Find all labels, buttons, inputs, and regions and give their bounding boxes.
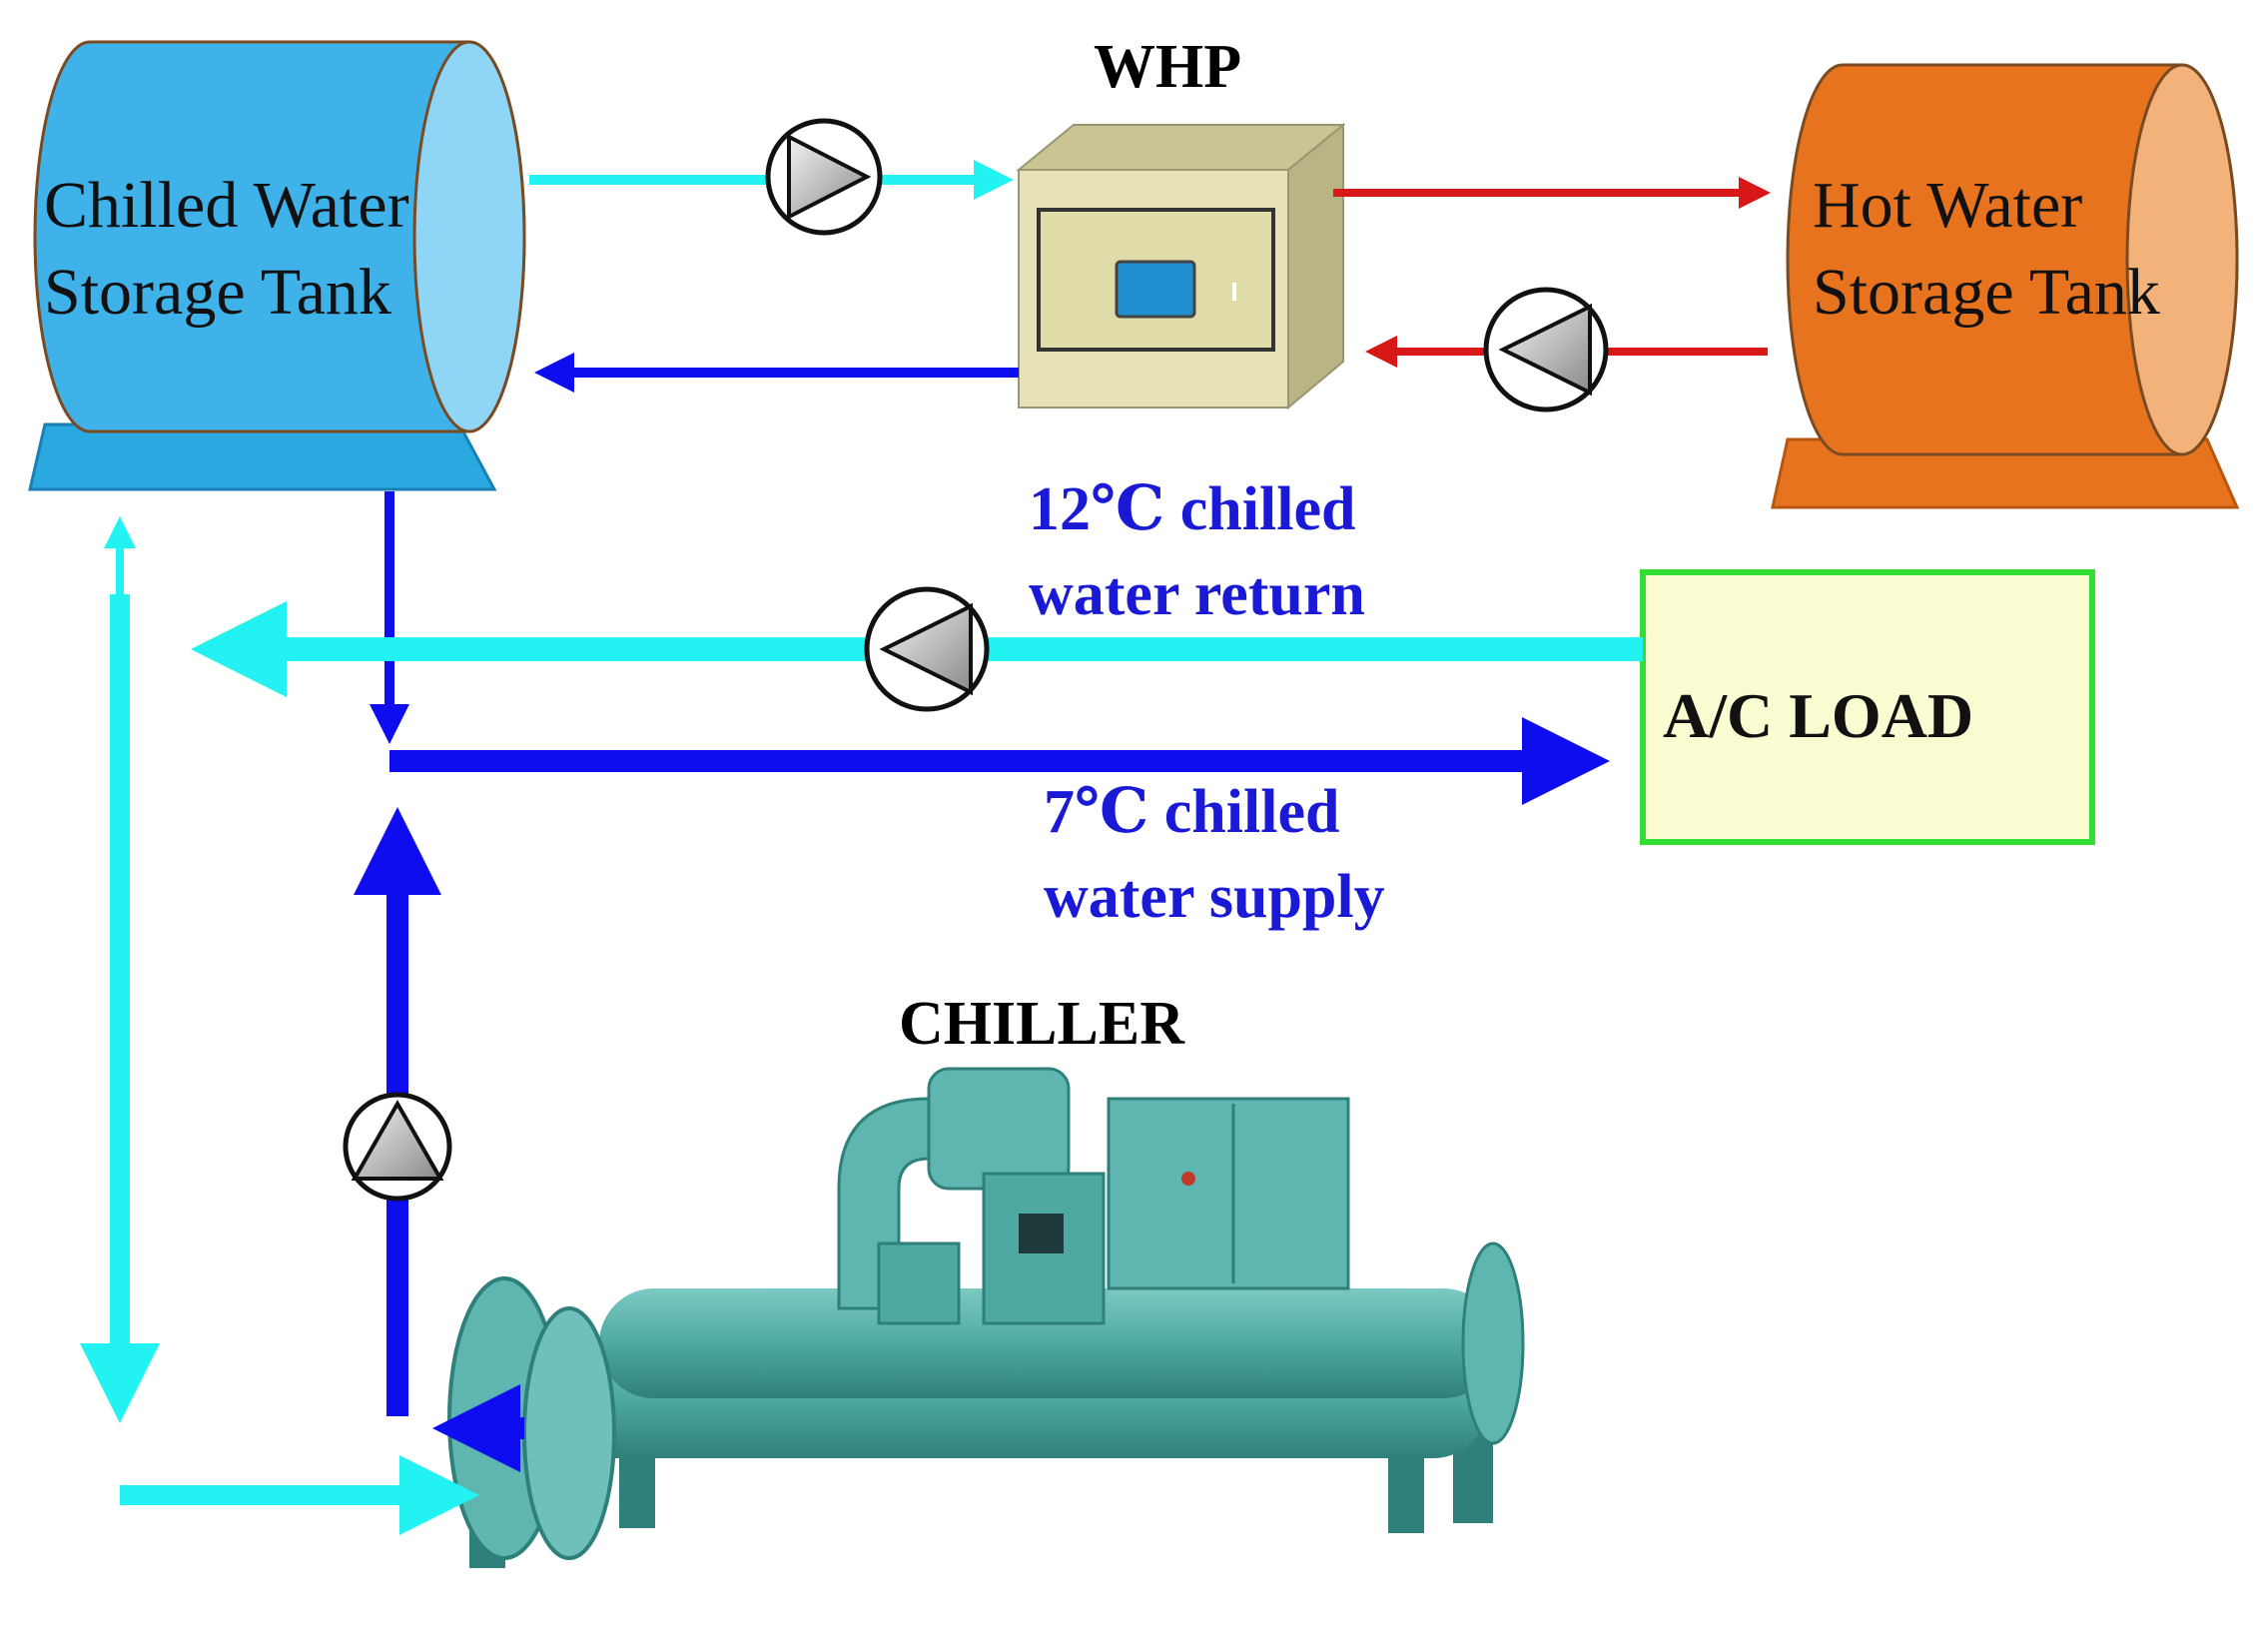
hot-water-tank [1771,63,2240,509]
return-temp-label-line1: 12℃ chilled [1029,475,1356,543]
pump-hot-return [1483,287,1609,413]
hot-tank-label-line2: Storage Tank [1813,256,2160,329]
whp-indicator [1232,283,1236,301]
chilled-tank-label-line2: Storage Tank [44,256,391,329]
whp-side-face [1287,122,1344,411]
chiller-compressor [927,1067,1071,1191]
return-temp-label-line2: water return [1029,560,1365,628]
chiller-control-screen [1019,1214,1064,1253]
chilled-tank-label-line1: Chilled Water [44,169,409,242]
chilled-tank-base [28,422,497,491]
chiller-leg [619,1448,655,1528]
hot-tank-end [2125,63,2239,456]
chiller-indicator [1181,1172,1195,1186]
chilled-water-tank [28,40,526,491]
ac-load-box [1640,569,2095,845]
pump-chilled-to-whp [765,118,883,236]
whp-panel [1037,208,1275,352]
chiller-machine [447,1067,1525,1568]
chiller-end-cap [1461,1241,1525,1445]
whp-display [1115,260,1196,319]
chiller-starter-cabinet [1107,1097,1350,1290]
whp-top-face [1016,124,1346,171]
chiller-aux-box [877,1241,961,1325]
ac-load-label: A/C LOAD [1663,680,1974,751]
chiller-title: CHILLER [899,990,1184,1058]
supply-temp-label-line2: water supply [1044,863,1385,931]
whp-title: WHP [1094,33,1242,101]
chiller-leg [1388,1448,1424,1533]
supply-temp-label-line1: 7℃ chilled [1044,778,1340,846]
chiller-shell-upper [599,1288,1498,1398]
chilled-tank-end [412,40,526,433]
pump-chiller-supply [343,1092,452,1202]
chiller-end-cap [522,1306,616,1560]
pump-load-return [864,586,990,712]
whp-unit [1016,122,1346,411]
hot-tank-label-line1: Hot Water [1813,169,2083,242]
